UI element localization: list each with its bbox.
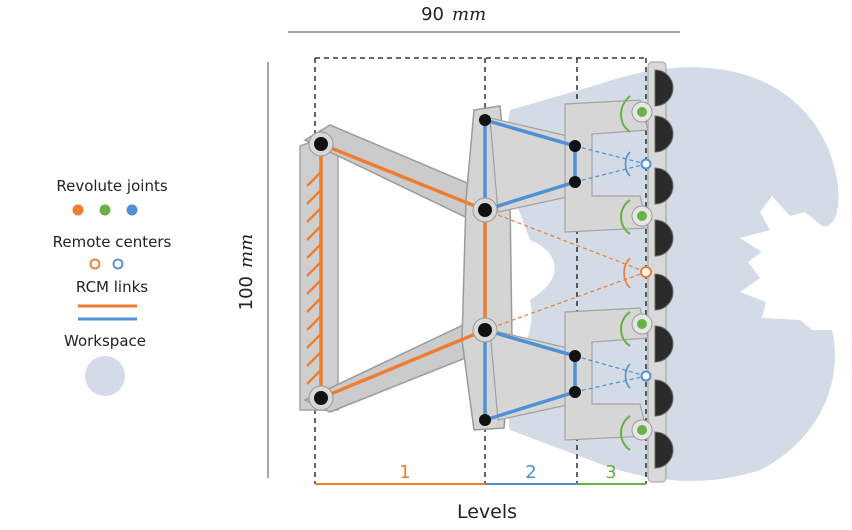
legend-remote-centers: Remote centers	[53, 233, 172, 251]
legend-workspace-icon	[85, 356, 125, 396]
tool-heads	[647, 61, 674, 483]
levels-title: Levels	[457, 501, 517, 523]
projection-rays	[484, 145, 647, 393]
remote-centers	[640, 158, 652, 382]
legend-orange-joint-icon	[72, 204, 84, 216]
level-3-label: 3	[605, 462, 616, 483]
width-value: 90	[421, 4, 444, 25]
legend-revolute-joints: Revolute joints	[56, 177, 167, 195]
width-unit: mm	[452, 4, 486, 25]
legend-rcm-links: RCM links	[76, 278, 148, 296]
legend-orange-center-icon	[89, 258, 101, 270]
height-unit: mm	[236, 234, 257, 268]
joint-pins	[308, 114, 581, 426]
remote-center-arcs	[623, 151, 631, 389]
legend-workspace: Workspace	[64, 332, 146, 350]
height-dimension: 100 mm	[236, 62, 269, 478]
level-1-label: 1	[399, 462, 410, 483]
legend-green-joint-icon	[99, 204, 111, 216]
width-dimension: 90 mm	[288, 4, 680, 33]
legend-blue-joint-icon	[126, 204, 138, 216]
green-rotation-arrows	[620, 95, 631, 451]
green-joints	[631, 101, 653, 441]
level-2-label: 2	[525, 462, 536, 483]
legend-blue-center-icon	[112, 258, 124, 270]
legend: Revolute joints Remote centers RCM links…	[53, 177, 172, 396]
height-value: 100	[236, 276, 257, 310]
